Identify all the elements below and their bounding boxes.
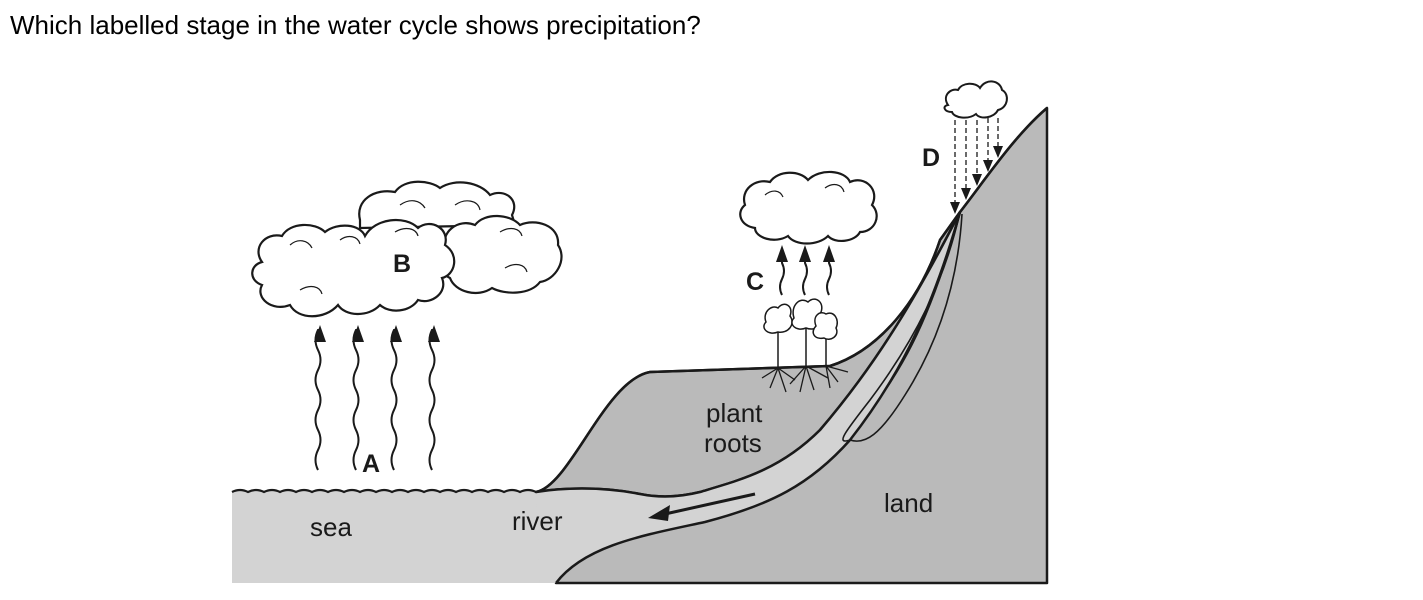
evaporation-arrowheads: [314, 325, 440, 342]
label-b: B: [393, 250, 411, 278]
cloud-d: [943, 80, 1008, 119]
transpiration-arrows: [779, 255, 832, 296]
river-flow-arrow: [648, 492, 756, 521]
question-text: Which labelled stage in the water cycle …: [10, 10, 701, 40]
sea-region: [231, 488, 560, 583]
label-sea: sea: [310, 512, 352, 542]
precipitation-arrows: [954, 118, 999, 205]
land-region: [534, 106, 1049, 585]
label-c: C: [746, 268, 764, 296]
label-river: river: [512, 506, 563, 536]
trees: [763, 298, 838, 368]
plant-roots: [761, 365, 849, 393]
transpiration-arrowheads: [776, 245, 835, 262]
cloud-b: [251, 180, 563, 318]
label-plant: plant: [706, 398, 763, 428]
evaporation-arrows: [314, 329, 436, 471]
label-d: D: [922, 144, 940, 172]
precipitation-arrowheads: [950, 146, 1003, 214]
cloud-c: [739, 170, 878, 245]
label-roots: roots: [704, 428, 762, 458]
label-a: A: [362, 450, 380, 478]
label-land: land: [884, 488, 933, 518]
